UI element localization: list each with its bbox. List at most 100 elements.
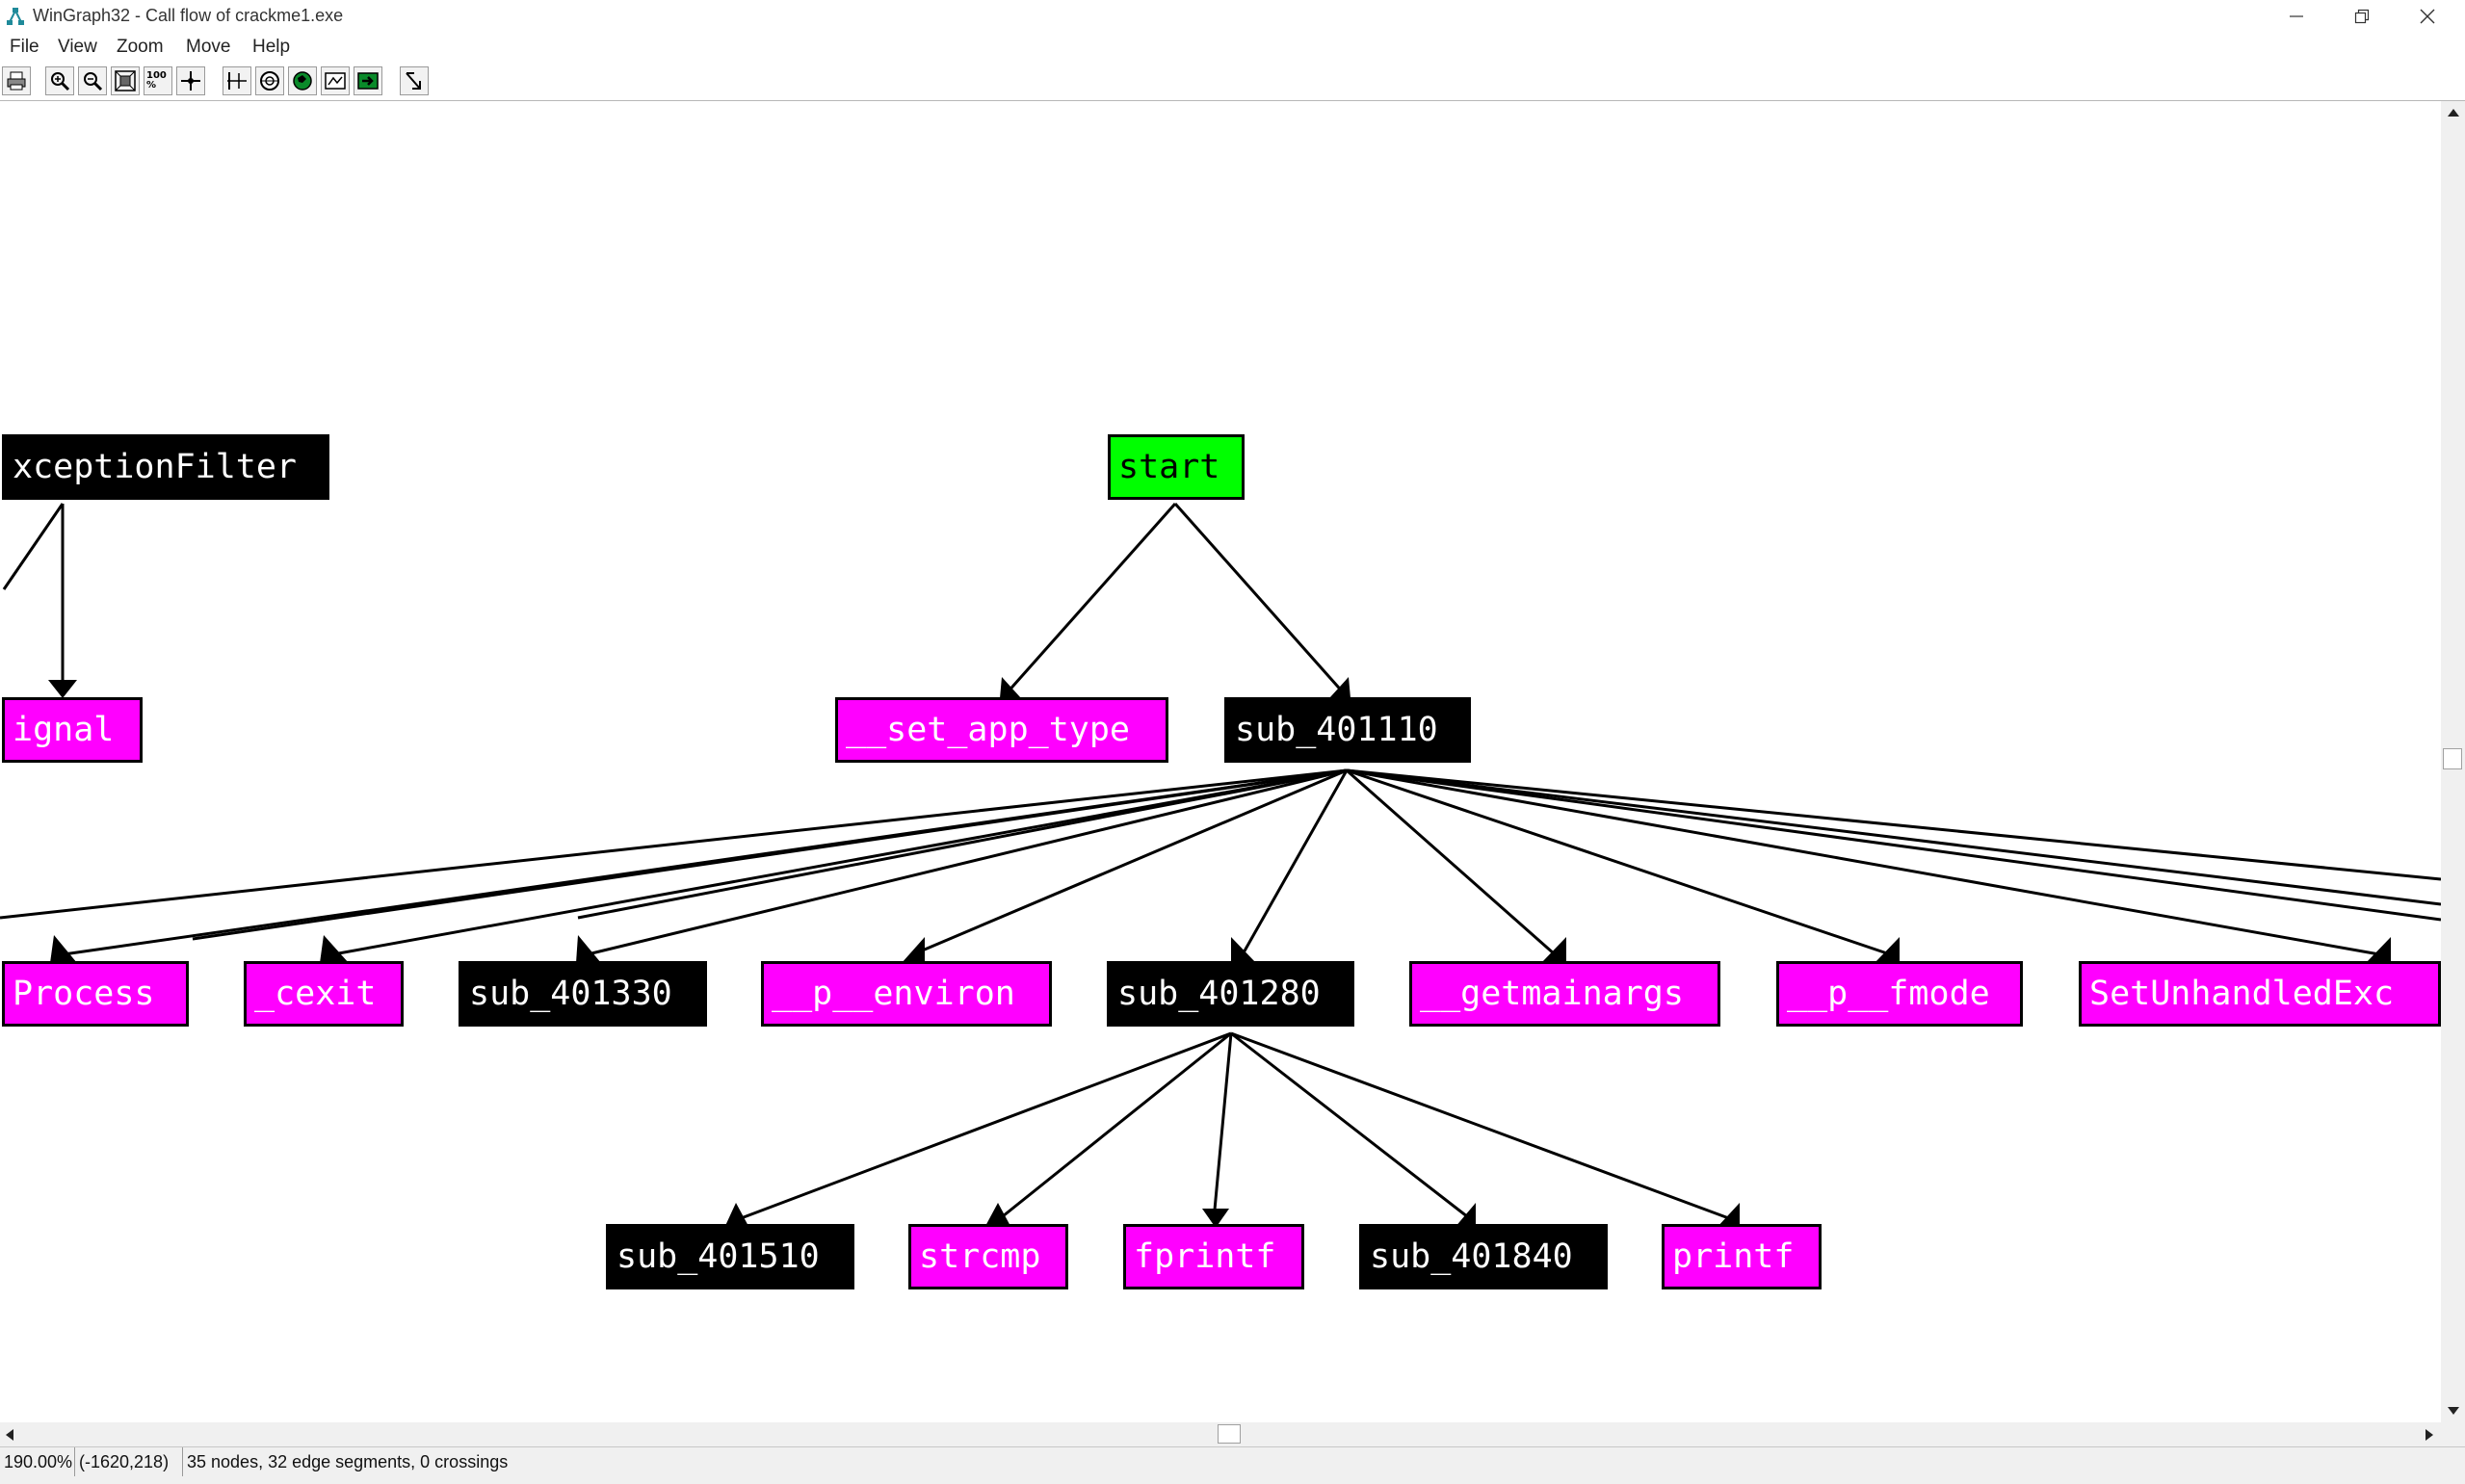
arrowhead — [1202, 1209, 1229, 1228]
globe-button[interactable] — [288, 66, 317, 95]
edge — [735, 1031, 1232, 1222]
node-strcmp[interactable]: strcmp — [908, 1224, 1068, 1289]
fit-window-button[interactable] — [111, 66, 140, 95]
edge — [1346, 768, 2441, 922]
menu-view[interactable]: View — [58, 37, 97, 57]
arrowhead — [1541, 937, 1566, 963]
edge — [0, 768, 1348, 920]
node-p-fmode[interactable]: __p__fmode — [1776, 961, 2023, 1027]
window-title: WinGraph32 - Call flow of crackme1.exe — [33, 6, 344, 25]
edge — [997, 1031, 1232, 1222]
node-sub-401510[interactable]: sub_401510 — [606, 1224, 854, 1289]
arrowhead — [50, 935, 77, 963]
arrowhead — [1875, 937, 1900, 963]
arrowhead — [902, 937, 925, 963]
status-info: 35 nodes, 32 edge segments, 0 crossings — [187, 1452, 509, 1471]
fit-window-icon — [115, 70, 136, 91]
edge — [1230, 1031, 1735, 1222]
node-printf[interactable]: printf — [1662, 1224, 1822, 1289]
menu-help[interactable]: Help — [252, 37, 291, 57]
scrollbar-corner — [2441, 1422, 2465, 1446]
status-zoom: 190.00% — [0, 1447, 75, 1476]
print-icon — [7, 71, 26, 91]
zoom-in-icon — [51, 72, 70, 91]
arrowhead — [1455, 1203, 1476, 1228]
arrowhead — [1329, 677, 1351, 698]
edge — [1346, 768, 1891, 956]
status-bar: 190.00% (-1620,218) 35 nodes, 32 edge se… — [0, 1446, 2465, 1484]
minimize-button[interactable] — [2266, 0, 2327, 33]
menu-bar: File View Zoom Move Help — [0, 33, 2465, 62]
edge — [912, 768, 1348, 956]
scroll-right-icon[interactable] — [2424, 1428, 2435, 1442]
node-fprintf[interactable]: fprintf — [1123, 1224, 1304, 1289]
arrowhead — [1717, 1203, 1740, 1228]
edge — [332, 768, 1348, 956]
node-setunhandledexc[interactable]: SetUnhandledExc — [2079, 961, 2441, 1027]
center-button[interactable] — [176, 66, 205, 95]
graph-edges — [0, 503, 2441, 1228]
node-sub-401330[interactable]: sub_401330 — [459, 961, 707, 1027]
edge — [1212, 1032, 1233, 1221]
overview-icon — [325, 72, 346, 90]
scroll-left-icon[interactable] — [4, 1428, 15, 1442]
arrow-button[interactable] — [400, 66, 429, 95]
print-button[interactable] — [2, 66, 31, 95]
graph-canvas[interactable]: xceptionFilter start ignal __set_app_typ… — [0, 101, 2441, 1422]
zoom-out-icon — [84, 72, 103, 91]
title-bar: WinGraph32 - Call flow of crackme1.exe — [0, 0, 2465, 34]
node-sub-401110[interactable]: sub_401110 — [1224, 697, 1471, 763]
move-button[interactable] — [354, 66, 382, 95]
edge — [1004, 503, 1177, 695]
circle-layout-button[interactable] — [255, 66, 284, 95]
crosshair-icon — [181, 71, 200, 91]
menu-zoom[interactable]: Zoom — [117, 37, 164, 57]
node-sub-401280[interactable]: sub_401280 — [1107, 961, 1354, 1027]
edge — [587, 768, 1348, 956]
node-xceptionfilter[interactable]: xceptionFilter — [2, 434, 329, 500]
zoom-100-button[interactable]: 100 % — [144, 66, 172, 95]
node-sub-401840[interactable]: sub_401840 — [1359, 1224, 1608, 1289]
arrowhead — [576, 935, 601, 963]
overview-button[interactable] — [321, 66, 350, 95]
arrowhead — [1000, 677, 1021, 698]
node-ignal[interactable]: ignal — [2, 697, 143, 763]
zoom-out-button[interactable] — [78, 66, 107, 95]
scroll-down-icon[interactable] — [2447, 1405, 2460, 1417]
node-cexit[interactable]: _cexit — [244, 961, 404, 1027]
arrowhead — [1231, 937, 1256, 963]
wingraph-app-icon — [7, 8, 24, 25]
edge — [1230, 1031, 1473, 1222]
horizontal-scroll-thumb[interactable] — [1218, 1424, 1241, 1444]
zoom-in-button[interactable] — [45, 66, 74, 95]
zoom-100-icon: 100 % — [146, 70, 167, 91]
horizontal-scrollbar[interactable] — [0, 1422, 2441, 1446]
edge — [192, 768, 1348, 941]
node-getmainargs[interactable]: __getmainargs — [1409, 961, 1720, 1027]
edge — [1346, 768, 2380, 956]
edge — [577, 768, 1348, 920]
menu-move[interactable]: Move — [186, 37, 231, 57]
menu-file[interactable]: File — [10, 37, 39, 57]
arrowhead — [320, 935, 349, 963]
node-start[interactable]: start — [1108, 434, 1245, 500]
close-icon — [2420, 9, 2435, 24]
arrowhead — [984, 1203, 1011, 1228]
vertical-scrollbar[interactable] — [2441, 101, 2465, 1422]
restore-icon — [2354, 9, 2370, 24]
node-process[interactable]: Process — [2, 961, 189, 1027]
edge — [2, 503, 65, 590]
node-p-environ[interactable]: __p__environ — [761, 961, 1052, 1027]
layout-button[interactable] — [223, 66, 251, 95]
arrowhead — [724, 1203, 749, 1228]
vertical-scroll-thumb[interactable] — [2443, 748, 2462, 769]
arrowhead — [2366, 937, 2391, 963]
arrowhead — [48, 680, 77, 698]
layout-icon — [227, 72, 247, 90]
edge — [1173, 503, 1347, 695]
node-set-app-type[interactable]: __set_app_type — [835, 697, 1168, 763]
minimize-icon — [2290, 15, 2303, 17]
restore-button[interactable] — [2331, 0, 2393, 33]
scroll-up-icon[interactable] — [2447, 107, 2460, 118]
close-button[interactable] — [2397, 0, 2458, 33]
